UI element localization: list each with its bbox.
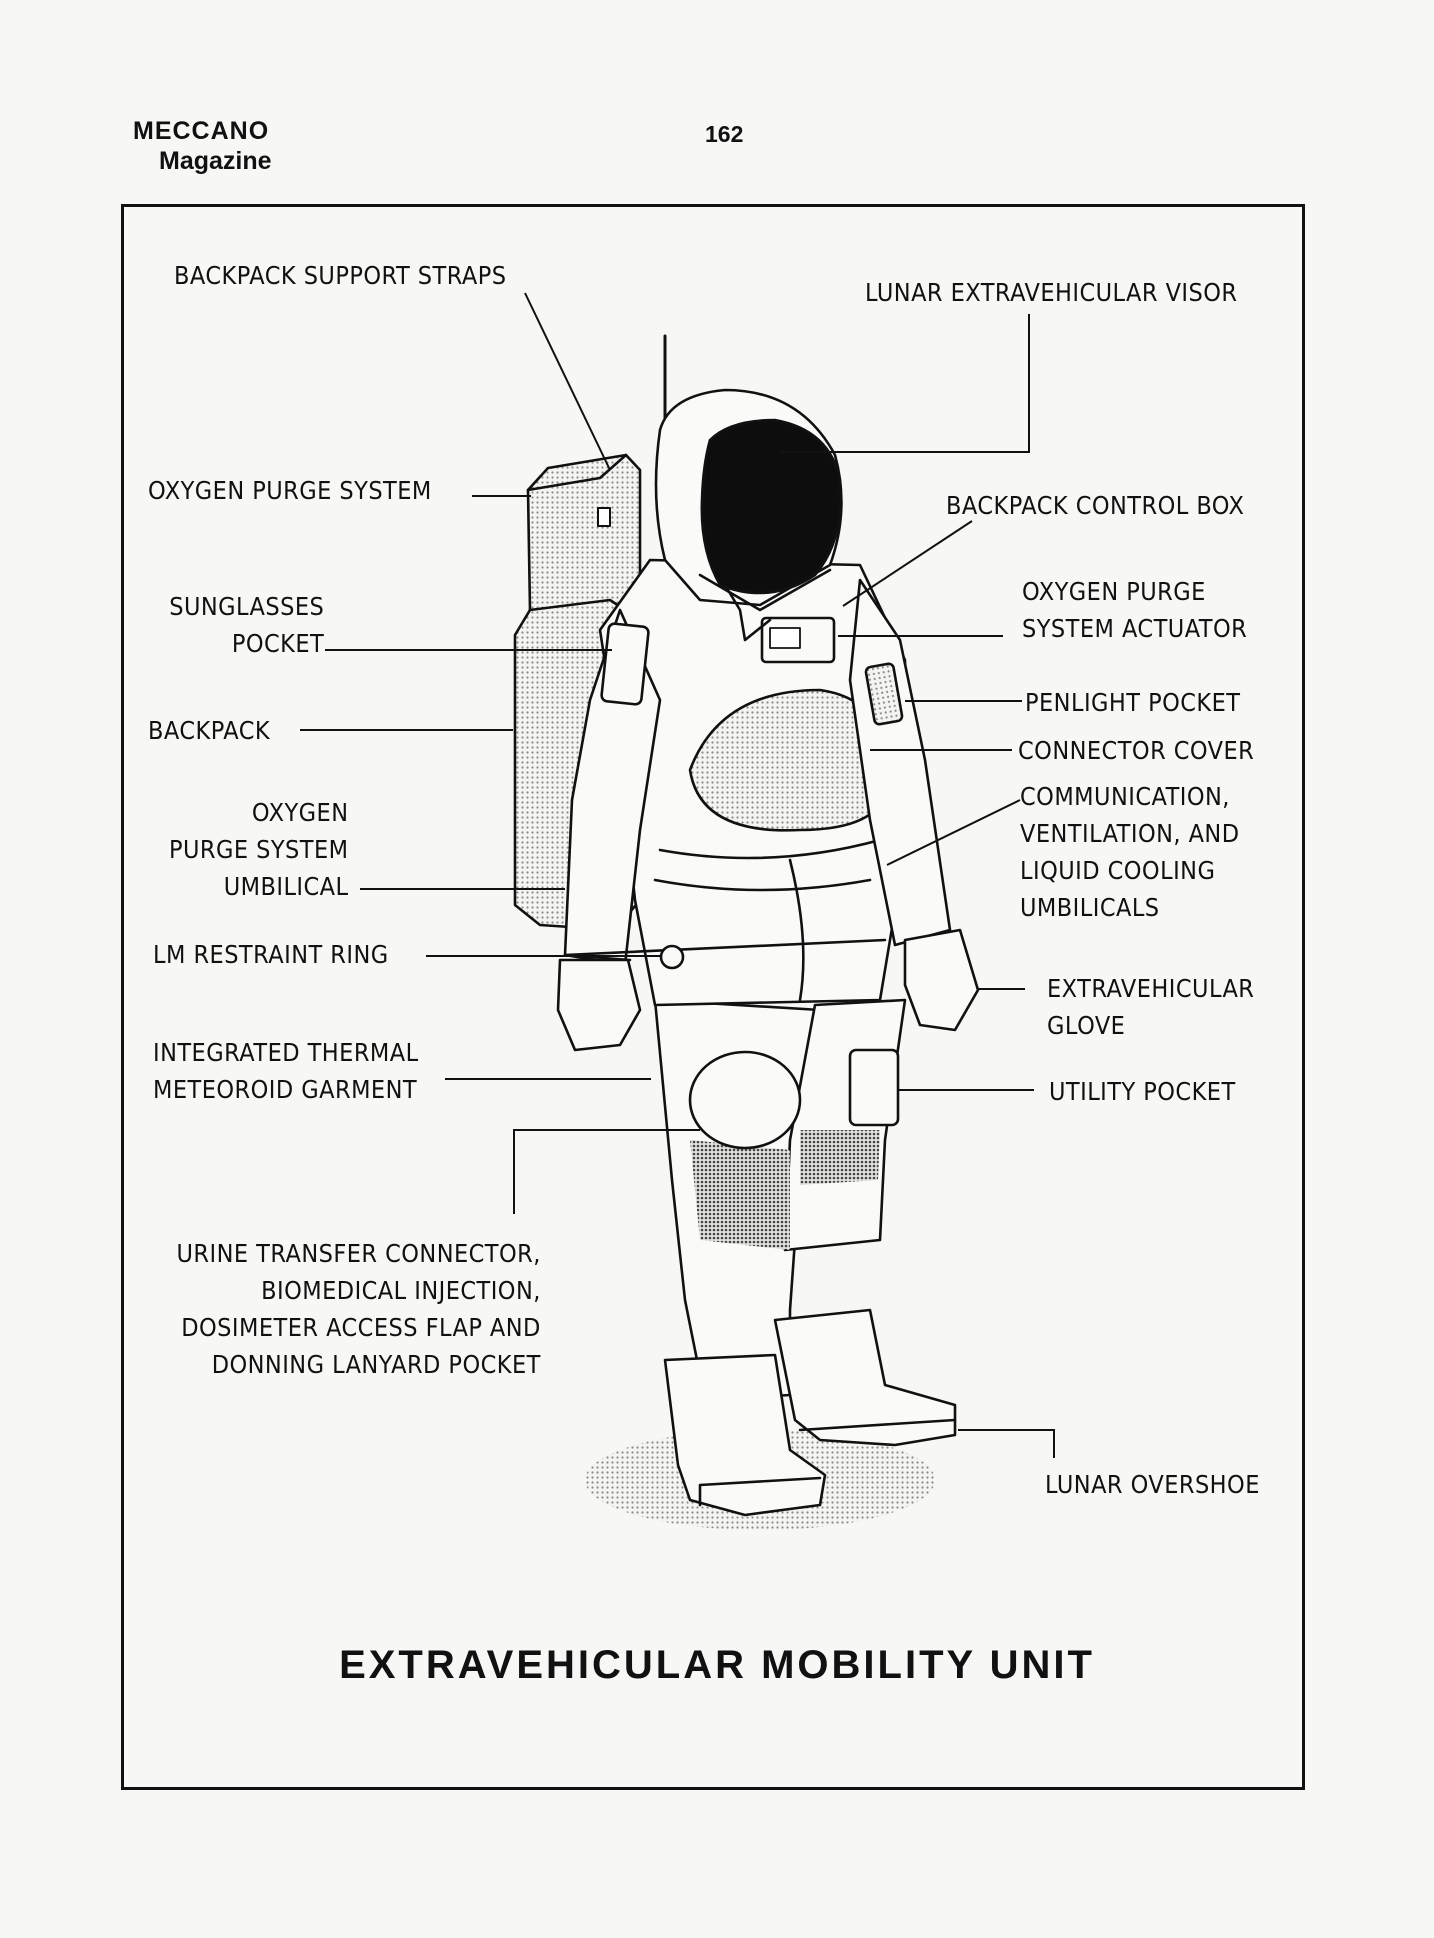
right-boot (773, 1308, 957, 1447)
label-urine-transfer-connector: URINE TRANSFER CONNECTOR, BIOMEDICAL INJ… (176, 1239, 541, 1379)
label-lunar-overshoe: LUNAR OVERSHOE (1045, 1470, 1260, 1499)
label-utility-pocket: UTILITY POCKET (1049, 1077, 1236, 1106)
knee-patch (688, 1050, 802, 1150)
diagram-title: EXTRAVEHICULAR MOBILITY UNIT (339, 1643, 1095, 1687)
label-lm-restraint-ring: LM RESTRAINT RING (153, 940, 389, 969)
label-oxygen-purge-system: OXYGEN PURGE SYSTEM (148, 476, 432, 505)
label-integrated-thermal-meteoroid-garment: INTEGRATED THERMAL METEOROID GARMENT (153, 1038, 419, 1104)
sunglasses-pocket-shape (600, 622, 650, 706)
masthead-line1: MECCANO (133, 117, 270, 145)
label-extravehicular-glove: EXTRAVEHICULAR GLOVE (1047, 974, 1255, 1040)
label-connector-cover: CONNECTOR COVER (1018, 736, 1255, 765)
masthead-line2: Magazine (159, 147, 272, 175)
label-backpack-control-box: BACKPACK CONTROL BOX (946, 491, 1245, 520)
page-number: 162 (705, 121, 744, 147)
diagram-frame (121, 204, 1305, 1790)
penlight-pocket-shape (864, 662, 904, 726)
helmet-visor (700, 418, 842, 595)
label-penlight-pocket: PENLIGHT POCKET (1025, 688, 1241, 717)
right-glove (903, 928, 980, 1032)
label-oxygen-purge-system-actuator: OXYGEN PURGE SYSTEM ACTUATOR (1022, 577, 1248, 643)
label-backpack: BACKPACK (148, 716, 271, 745)
label-backpack-support-straps: BACKPACK SUPPORT STRAPS (174, 261, 507, 290)
left-glove (556, 958, 642, 1052)
label-oxygen-purge-system-umbilical: OXYGEN PURGE SYSTEM UMBILICAL (169, 798, 349, 901)
label-sunglasses-pocket: SUNGLASSES POCKET (168, 592, 324, 658)
restraint-ring (659, 944, 685, 970)
label-communication-umbilicals: COMMUNICATION, VENTILATION, AND LIQUID C… (1020, 782, 1240, 922)
masthead: MECCANO Magazine (133, 116, 272, 176)
left-boot (663, 1353, 827, 1517)
label-lunar-extravehicular-visor: LUNAR EXTRAVEHICULAR VISOR (865, 278, 1238, 307)
utility-pocket-shape (848, 1048, 900, 1127)
leader-lines (300, 292, 1055, 1458)
